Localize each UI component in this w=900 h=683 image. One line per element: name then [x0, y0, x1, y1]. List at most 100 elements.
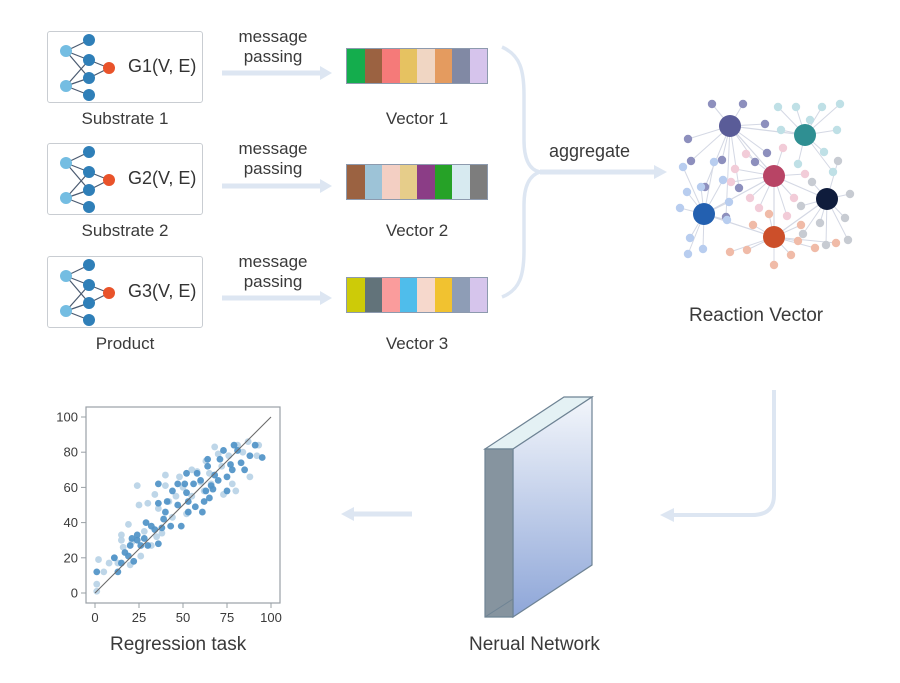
network-leaf-node [835, 99, 845, 109]
network-leaf-node [742, 245, 752, 255]
scatter-point-dark [130, 557, 138, 565]
network-to-regression-arrow [341, 507, 412, 521]
network-leaf-node [683, 134, 693, 144]
molecular-graph-icon [60, 146, 115, 213]
vector-cell [399, 165, 417, 199]
scatter-point-dark [174, 480, 182, 488]
network-leaf-node [726, 177, 736, 187]
network-leaf-node [769, 260, 779, 270]
connector-arrow-head [660, 508, 674, 522]
network-leaf-node [698, 244, 708, 254]
scatter-point-dark [183, 489, 190, 497]
network-leaf-node [717, 155, 727, 165]
neural-network-label: Nerual Network [469, 634, 600, 655]
vector-3 [346, 277, 488, 313]
scatter-point-light [232, 487, 240, 495]
x-tick-label: 50 [176, 610, 190, 625]
label-line: passing [243, 47, 303, 66]
vector-cell [469, 49, 487, 83]
vector-cell [347, 49, 365, 83]
regression-task-label: Regression task [110, 634, 247, 655]
scatter-point-light [153, 533, 160, 541]
network-leaf-node [745, 193, 755, 203]
scatter-point-light [162, 482, 169, 490]
scatter-point-dark [154, 499, 162, 507]
label-line: passing [243, 272, 303, 291]
scatter-point-dark [183, 469, 190, 477]
label-line: passing [243, 159, 303, 178]
graph-box-1: G1(V, E) [47, 31, 203, 103]
scatter-point-dark [204, 462, 212, 470]
network-leaf-node [786, 250, 796, 260]
network-leaf-node [796, 220, 806, 230]
network-leaf-node [709, 157, 719, 167]
graph-node [83, 72, 95, 84]
vector-cell [399, 278, 417, 312]
scatter-point-dark [202, 487, 210, 495]
label-line: message [238, 139, 308, 158]
network-leaf-node [793, 159, 803, 169]
vector-3-label: Vector 3 [385, 334, 449, 353]
network-leaf-node [764, 209, 774, 219]
y-tick-label: 80 [64, 445, 78, 460]
network-leaf-node [738, 99, 748, 109]
network-edge [729, 125, 806, 136]
network-leaf-node [843, 235, 853, 245]
y-tick-label: 0 [71, 586, 78, 601]
network-leaf-node [683, 249, 693, 259]
scatter-point-light [118, 531, 125, 539]
network-leaf-node [686, 156, 696, 166]
vector-cell [399, 49, 417, 83]
x-tick-label: 75 [220, 610, 234, 625]
vector-cell [434, 49, 452, 83]
network-leaf-node [734, 183, 744, 193]
network-leaf-node [741, 149, 751, 159]
network-leaf-node [718, 175, 728, 185]
scatter-point-dark [209, 485, 217, 493]
neural-network-icon [482, 395, 595, 619]
scatter-point-dark [190, 480, 197, 488]
network-leaf-node [750, 157, 760, 167]
input-caption-3: Product [95, 334, 155, 353]
scatter-point-dark [246, 452, 254, 460]
scatter-point-dark [204, 455, 212, 463]
network-leaf-node [773, 102, 783, 112]
network-leaf-node [845, 189, 855, 199]
graph-node [60, 45, 72, 57]
vector-cell [417, 278, 435, 312]
network-edge [729, 125, 775, 177]
scatter-point-dark [181, 480, 189, 488]
vector-cell [364, 165, 382, 199]
scatter-point-dark [137, 542, 145, 549]
network-leaf-node [675, 203, 685, 213]
network-leaf-node [760, 119, 770, 129]
message-passing-arrow-3 [222, 291, 332, 305]
vector-cell [434, 278, 452, 312]
scatter-point-dark [216, 455, 224, 463]
scatter-point-dark [177, 522, 185, 530]
reference-line [94, 416, 272, 594]
y-tick-label: 40 [64, 515, 78, 530]
scatter-point-dark [206, 494, 213, 502]
graph-node [83, 314, 95, 326]
vector-cell [382, 278, 400, 312]
scatter-point-light [144, 499, 152, 507]
x-tick-label: 0 [91, 610, 98, 625]
network-leaf-node [682, 187, 692, 197]
scatter-point-light [162, 471, 169, 479]
network-leaf-node [805, 115, 815, 125]
scatter-point-dark [140, 535, 148, 542]
scatter-point-dark [197, 476, 205, 484]
scatter-point-light [244, 438, 252, 446]
network-leaf-node [832, 125, 842, 135]
graph-box-2: G2(V, E) [47, 143, 203, 215]
vector-cell [452, 278, 470, 312]
scatter-point-light [214, 450, 222, 458]
vector-cell [347, 278, 365, 312]
network-leaf-node [828, 167, 838, 177]
network-leaf-node [754, 203, 764, 213]
graph-node [83, 184, 95, 196]
graph-output-node [103, 62, 115, 74]
